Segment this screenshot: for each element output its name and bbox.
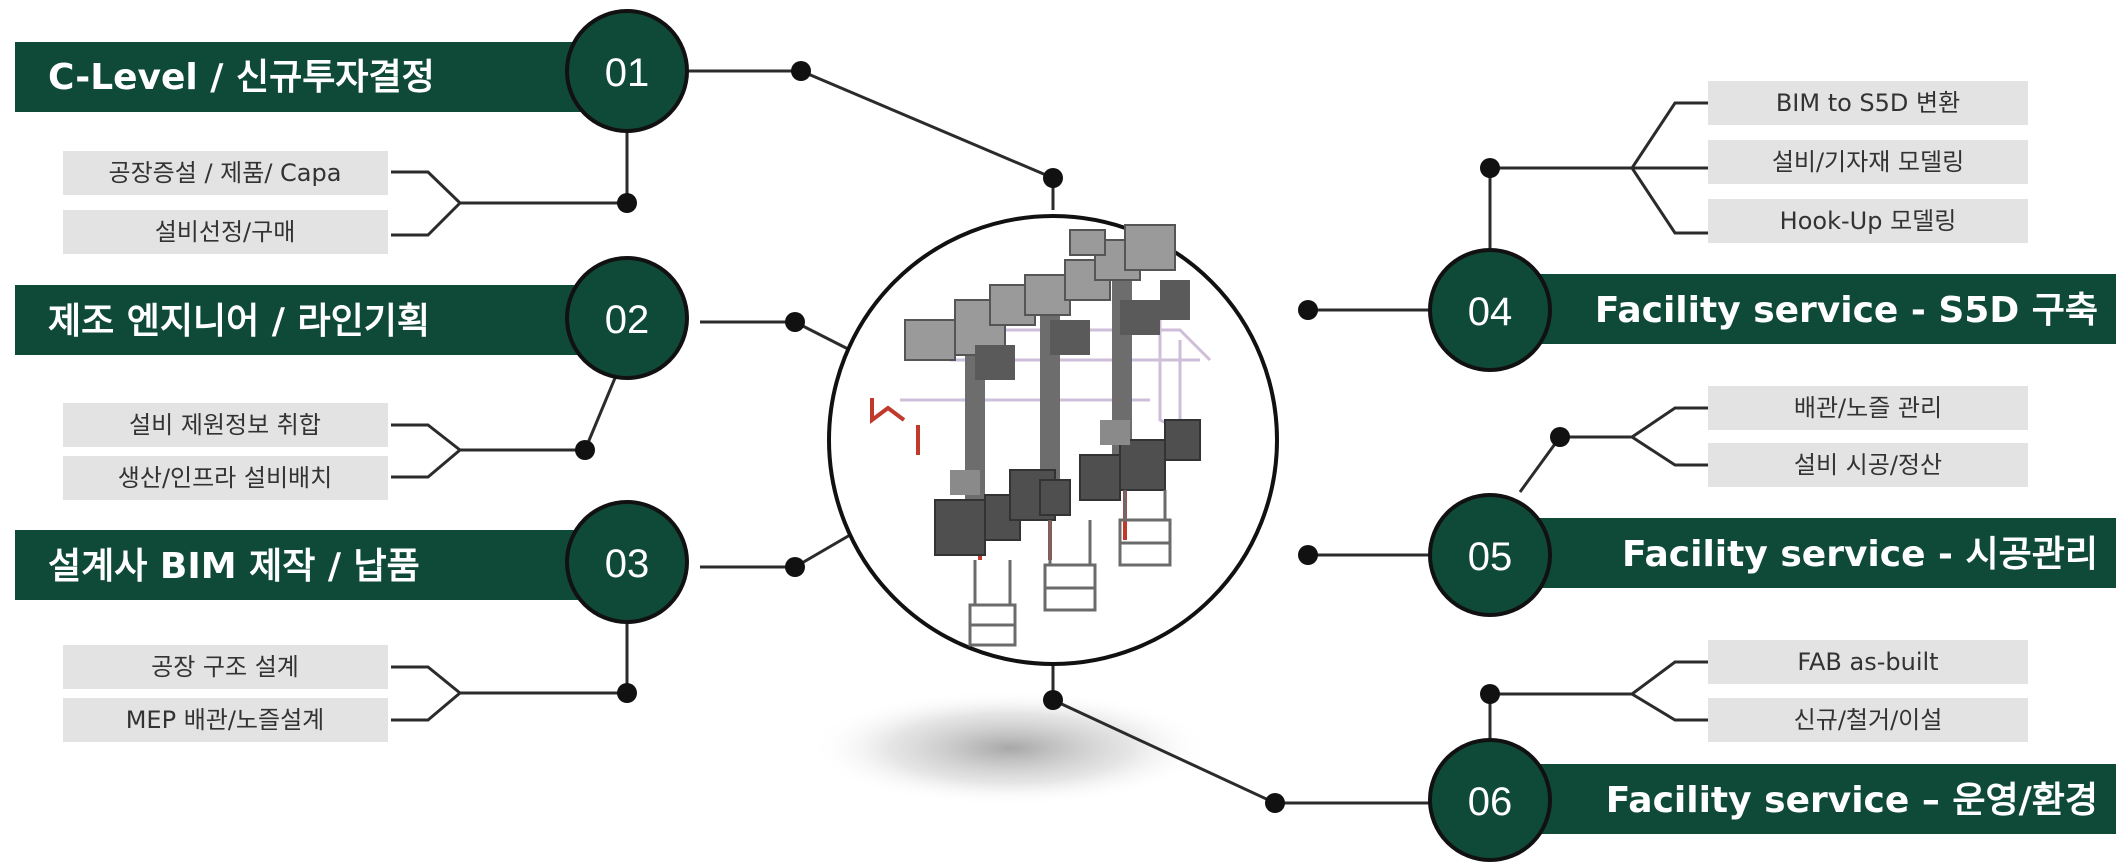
section-04: Facility service - S5D 구축 04 BIM to S5D …	[1428, 81, 2116, 372]
section-05: Facility service - 시공관리 05 배관/노즐 관리 설비 시…	[1428, 386, 2116, 617]
section-06-number-badge	[1428, 738, 1552, 862]
section-05-number-badge	[1428, 493, 1552, 617]
section-02-item-box-1	[63, 403, 388, 447]
section-06-item-2: 신규/철거/이설	[1794, 706, 1943, 734]
section-04-item-box-2	[1708, 140, 2028, 184]
section-02-item-1: 설비 제원정보 취합	[129, 411, 321, 439]
section-05-title: Facility service - 시공관리	[1622, 534, 2098, 575]
section-03: 설계사 BIM 제작 / 납품 03 공장 구조 설계 MEP 배관/노즐설계	[15, 500, 689, 742]
connector-dots	[575, 61, 1570, 813]
section-05-item-2: 설비 시공/정산	[1794, 451, 1942, 479]
center-shadow	[810, 690, 1210, 806]
section-04-item-1: BIM to S5D 변환	[1776, 89, 1960, 117]
section-01-title-bar	[15, 42, 630, 112]
section-02-item-box-2	[63, 456, 388, 500]
section-01-title: C-Level / 신규투자결정	[48, 57, 435, 98]
section-01-number-badge	[565, 9, 689, 133]
section-03-item-2: MEP 배관/노즐설계	[126, 706, 325, 734]
section-02-number-badge	[565, 256, 689, 380]
section-04-title: Facility service - S5D 구축	[1595, 290, 2098, 331]
section-02-number: 02	[605, 298, 650, 342]
section-06-item-box-2	[1708, 698, 2028, 742]
section-03-item-box-1	[63, 645, 388, 689]
section-04-number: 04	[1468, 290, 1513, 334]
section-04-item-2: 설비/기자재 모델링	[1772, 148, 1964, 176]
section-06-item-box-1	[1708, 640, 2028, 684]
section-01: C-Level / 신규투자결정 01 공장증설 / 제품/ Capa 설비선정…	[15, 9, 689, 254]
section-03-item-box-2	[63, 698, 388, 742]
section-05-item-box-2	[1708, 443, 2028, 487]
section-05-title-bar	[1440, 518, 2116, 588]
section-06: Facility service – 운영/환경 06 FAB as-built…	[1428, 640, 2116, 862]
section-01-item-box-2	[63, 210, 388, 254]
section-04-item-box-3	[1708, 199, 2028, 243]
section-03-number-badge	[565, 500, 689, 624]
section-02-item-2: 생산/인프라 설비배치	[118, 464, 332, 492]
section-02-title-bar	[15, 285, 630, 355]
section-01-item-2: 설비선정/구매	[155, 218, 296, 246]
section-01-item-box-1	[63, 151, 388, 195]
section-05-number: 05	[1468, 535, 1513, 579]
section-03-item-1: 공장 구조 설계	[151, 653, 299, 681]
section-01-item-1: 공장증설 / 제품/ Capa	[109, 159, 342, 187]
section-04-item-3: Hook-Up 모델링	[1780, 207, 1957, 235]
section-06-title: Facility service – 운영/환경	[1606, 780, 2098, 821]
section-05-item-box-1	[1708, 386, 2028, 430]
section-05-item-1: 배관/노즐 관리	[1794, 394, 1942, 422]
section-06-title-bar	[1440, 764, 2116, 834]
section-04-title-bar	[1440, 274, 2116, 344]
section-06-item-1: FAB as-built	[1797, 648, 1938, 676]
section-01-number: 01	[605, 51, 650, 95]
connector-lines	[391, 69, 1708, 805]
section-03-title: 설계사 BIM 제작 / 납품	[48, 546, 420, 587]
section-04-number-badge	[1428, 248, 1552, 372]
section-02-title: 제조 엔지니어 / 라인기획	[48, 301, 430, 342]
plant-model-illustration	[870, 224, 1212, 647]
section-03-number: 03	[605, 542, 650, 586]
section-03-title-bar	[15, 530, 630, 600]
section-06-number: 06	[1468, 780, 1513, 824]
section-02: 제조 엔지니어 / 라인기획 02 설비 제원정보 취합 생산/인프라 설비배치	[15, 256, 689, 500]
section-04-item-box-1	[1708, 81, 2028, 125]
